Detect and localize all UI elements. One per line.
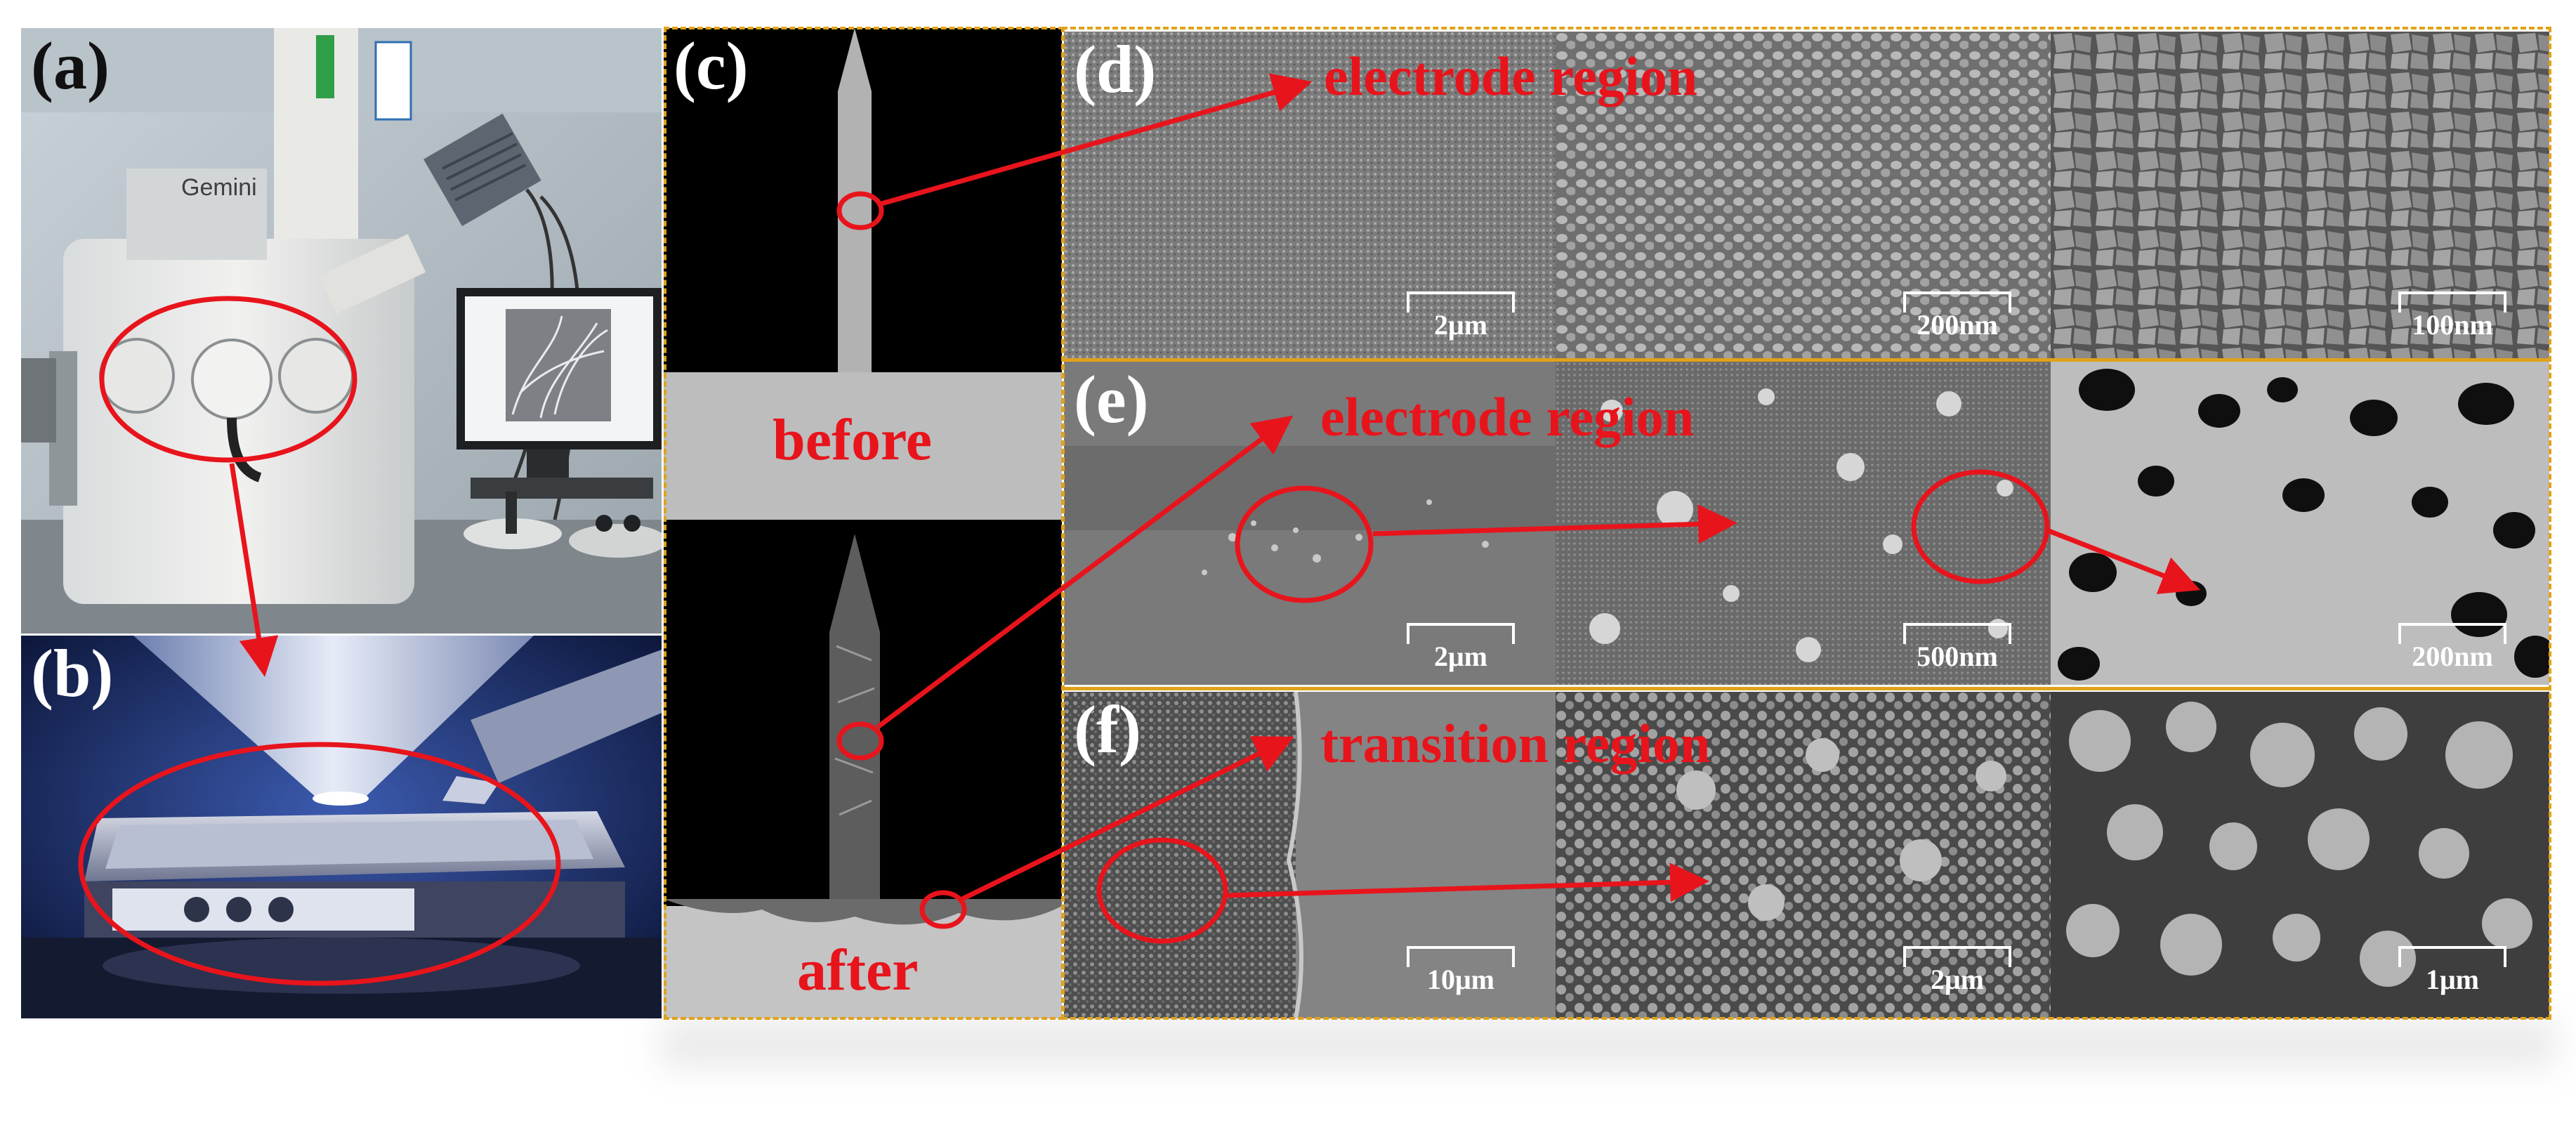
- frame-panel-c: [664, 27, 1064, 1020]
- panel-d-micrograph-3: 100nm: [2051, 32, 2549, 358]
- chamber-illustration: [21, 636, 662, 1018]
- panel-e-micrograph-3: 200nm: [2051, 362, 2549, 685]
- panel-d-micrograph-2: 200nm: [1556, 32, 2051, 358]
- divider-row-2: [1062, 687, 2551, 690]
- panel-f-micrograph-3: 1μm: [2051, 692, 2549, 1018]
- caption-e: electrode region: [1320, 386, 1695, 447]
- panel-b-chamber-photo: (b): [21, 636, 662, 1018]
- figure-shadow: [660, 1018, 2556, 1068]
- panel-b-label: (b): [31, 636, 114, 711]
- scale-bar: 100nm: [2398, 291, 2506, 339]
- scale-bar: 10μm: [1407, 946, 1515, 994]
- scale-bar: 200nm: [2398, 623, 2506, 671]
- caption-f: transition region: [1320, 713, 1711, 774]
- instrument-brand-text: Gemini: [181, 174, 257, 201]
- divider-row-1: [1062, 358, 2551, 362]
- caption-d: electrode region: [1324, 46, 1698, 107]
- frame-panels-def: [1062, 27, 2551, 1020]
- panel-f-micrograph-2: 2μm: [1556, 692, 2051, 1018]
- scale-bar: 1μm: [2398, 946, 2506, 994]
- scale-bar: 2μm: [1407, 291, 1515, 339]
- microscope-illustration: [21, 28, 662, 634]
- panel-c-label: (c): [673, 28, 749, 103]
- panel-a-label: (a): [31, 28, 110, 103]
- scale-bar: 2μm: [1903, 946, 2011, 994]
- scale-bar: 500nm: [1903, 623, 2011, 671]
- panel-a-microscope-photo: (a) Gemini: [21, 28, 662, 634]
- after-caption: after: [797, 938, 919, 1003]
- scale-bar: 2μm: [1407, 623, 1515, 671]
- scale-bar: 200nm: [1903, 291, 2011, 339]
